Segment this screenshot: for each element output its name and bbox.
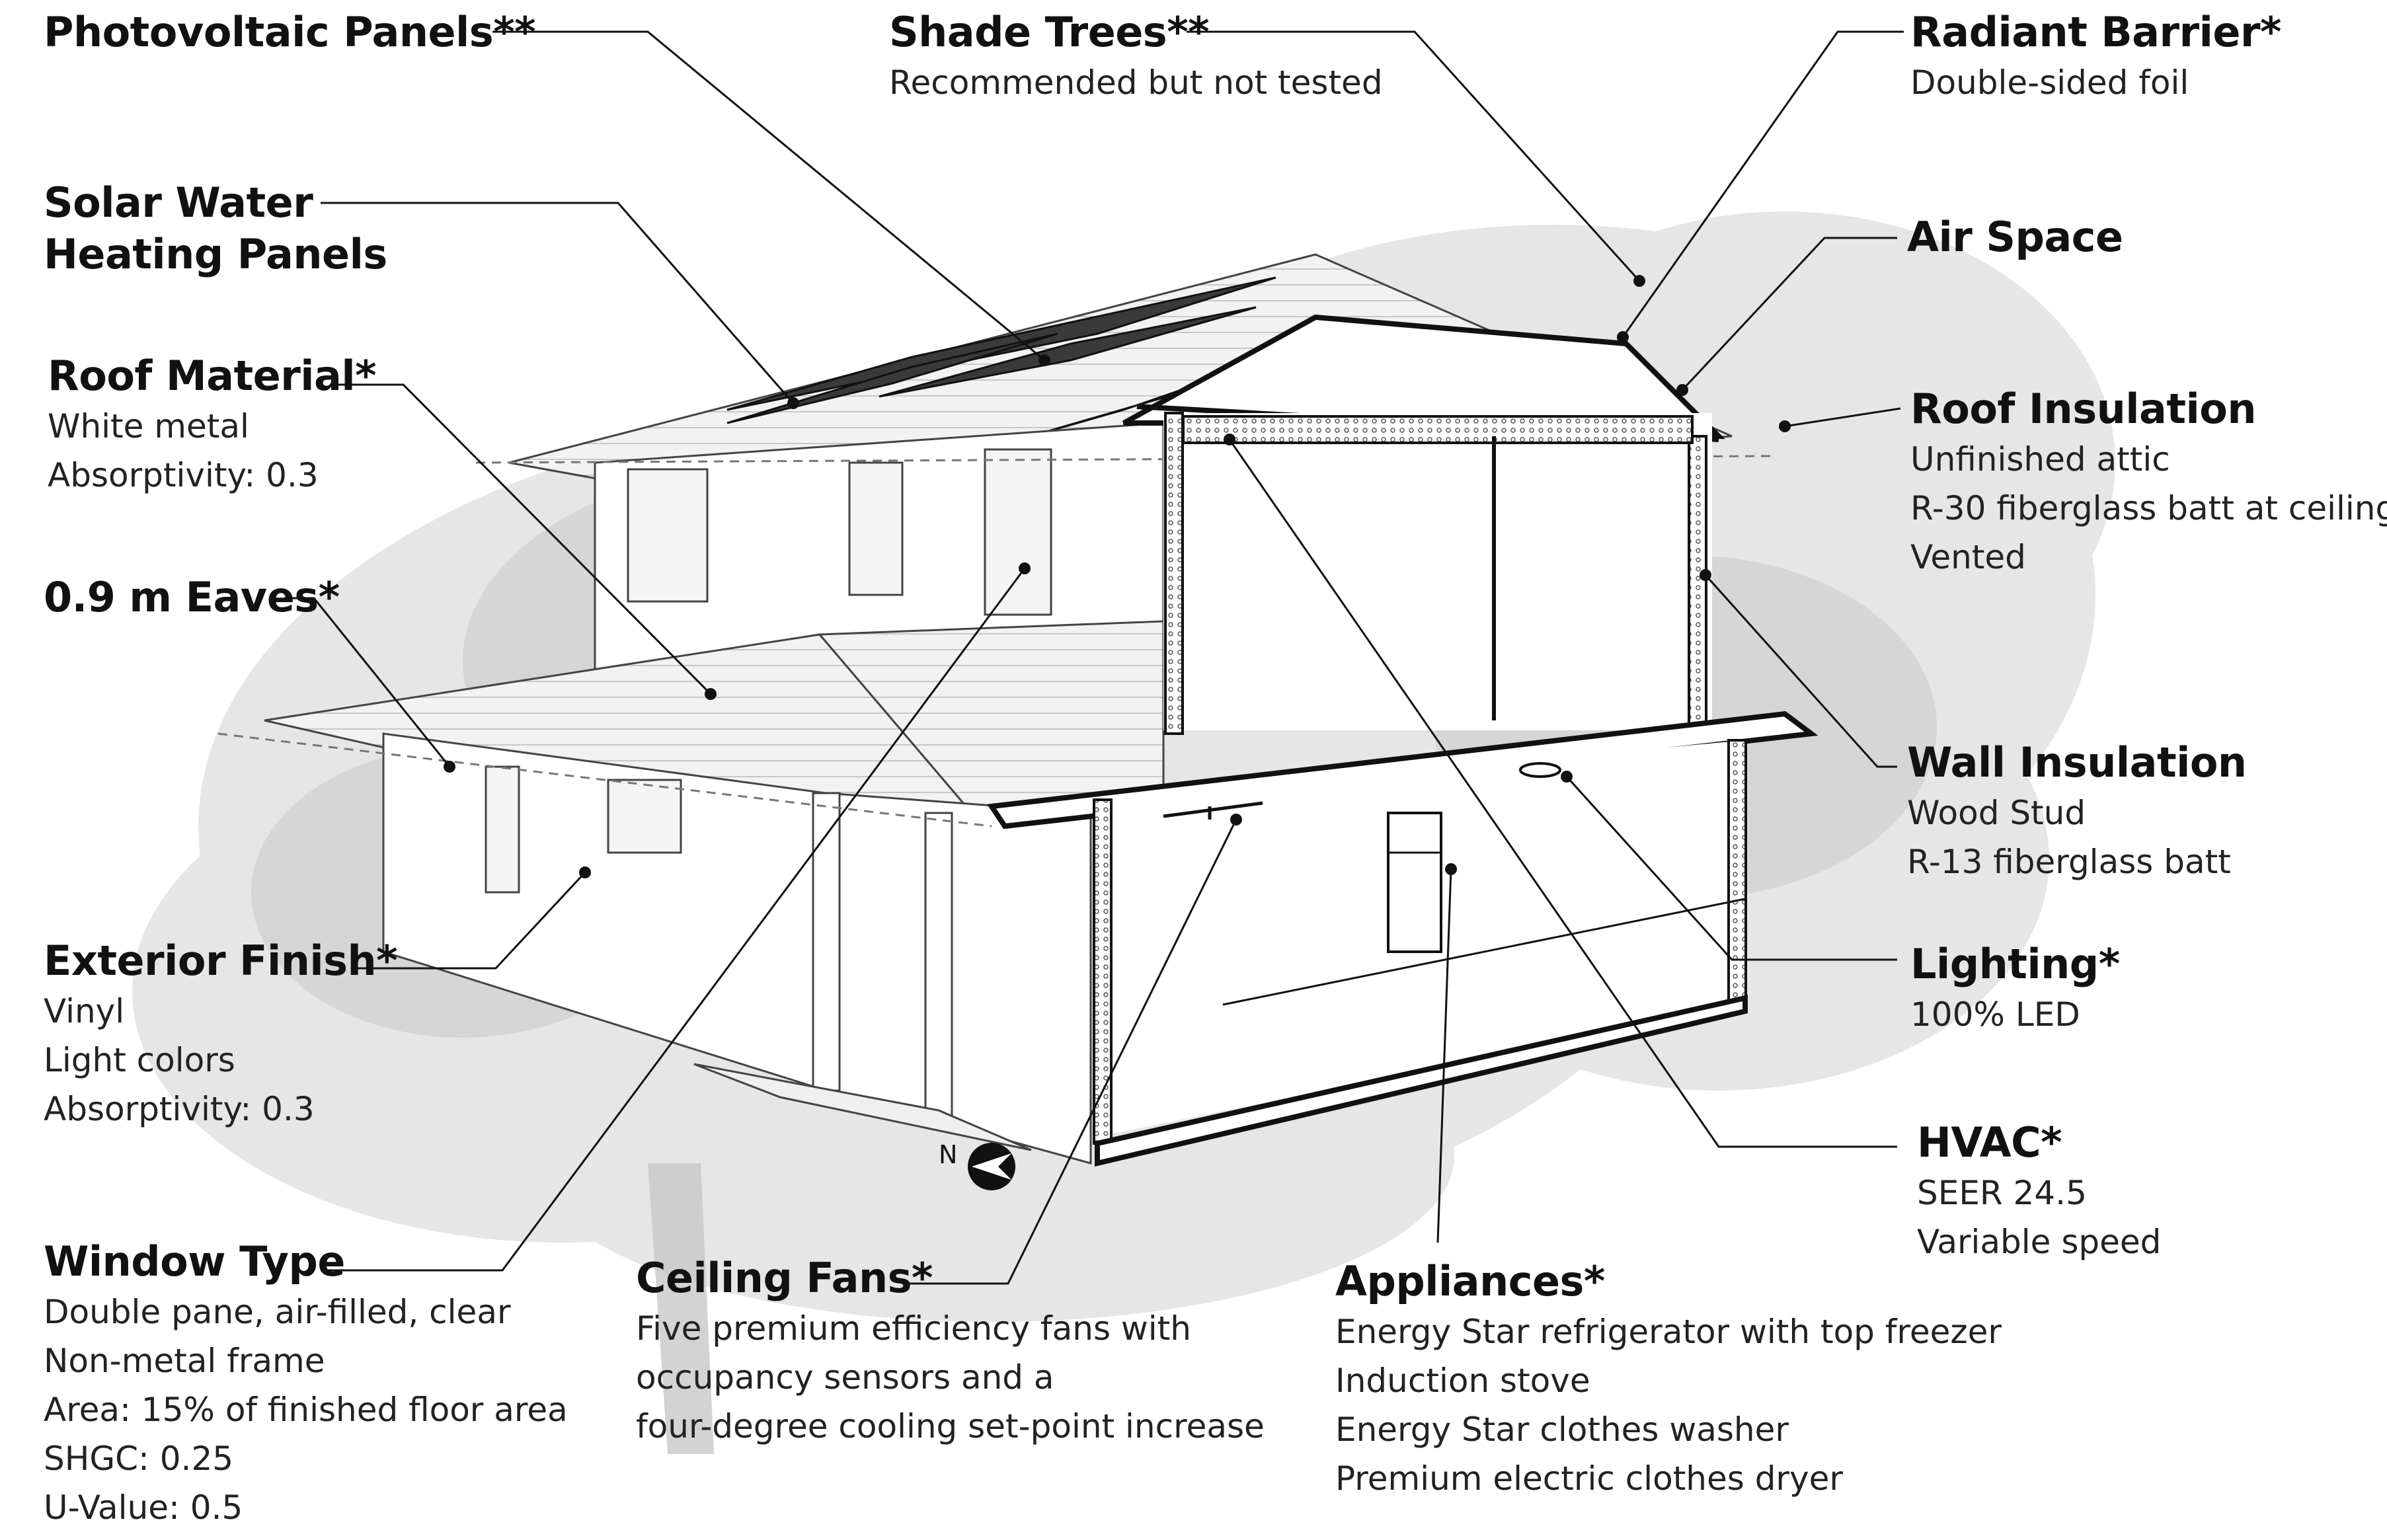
label-line: Absorptivity: 0.3	[44, 1090, 315, 1128]
label-roof-insulation: Roof Insulation Unfinished attic R-30 fi…	[1910, 383, 2387, 582]
label-line: Absorptivity: 0.3	[48, 456, 319, 494]
label-title: 0.9 m Eaves*	[44, 573, 340, 621]
label-title: Lighting*	[1910, 940, 2120, 988]
compass-label: N	[939, 1140, 957, 1169]
label-air-space: Air Space	[1907, 212, 2123, 263]
label-line: Double-sided foil	[1910, 63, 2189, 102]
label-line: Energy Star refrigerator with top freeze…	[1335, 1313, 2002, 1351]
label-title: Solar Water	[44, 178, 313, 227]
cutaway-section	[987, 314, 1819, 1167]
label-title: Window Type	[44, 1237, 345, 1286]
label-line: Area: 15% of finished floor area	[44, 1391, 568, 1429]
label-window-type: Window Type Double pane, air-filled, cle…	[44, 1236, 568, 1532]
label-title: Roof Material*	[48, 352, 377, 400]
label-roof-material: Roof Material* White metal Absorptivity:…	[48, 350, 377, 500]
label-line: Recommended but not tested	[889, 63, 1383, 102]
label-photovoltaic-panels: Photovoltaic Panels**	[44, 7, 536, 58]
solar-panels	[726, 276, 1296, 451]
label-line: U-Value: 0.5	[44, 1488, 243, 1527]
leader-dots	[444, 275, 1791, 878]
label-title: Exterior Finish*	[44, 937, 398, 985]
lower-roof	[264, 620, 1165, 834]
label-line: Wood Stud	[1907, 794, 2086, 832]
label-title: Air Space	[1907, 213, 2123, 261]
label-line: Premium electric clothes dryer	[1335, 1459, 1843, 1498]
label-title: Roof Insulation	[1910, 385, 2256, 433]
label-line: Vented	[1910, 538, 2026, 576]
label-line: SHGC: 0.25	[44, 1440, 234, 1478]
label-line: Non-metal frame	[44, 1342, 325, 1380]
label-title: Photovoltaic Panels**	[44, 8, 536, 56]
label-line: Light colors	[44, 1041, 235, 1079]
compass-rose	[968, 1143, 1015, 1190]
label-line: Vinyl	[44, 992, 125, 1030]
lower-walls	[382, 732, 1092, 1165]
label-title: Wall Insulation	[1907, 738, 2247, 787]
label-line: White metal	[48, 407, 249, 445]
label-line: Five premium efficiency fans with	[636, 1309, 1191, 1348]
label-ceiling-fans: Ceiling Fans* Five premium efficiency fa…	[636, 1252, 1265, 1451]
label-shade-trees: Shade Trees** Recommended but not tested	[889, 7, 1383, 107]
label-line: SEER 24.5	[1917, 1174, 2087, 1212]
label-line: R-30 fiberglass batt at ceiling	[1910, 489, 2387, 527]
label-line: occupancy sensors and a	[636, 1358, 1054, 1397]
label-radiant-barrier: Radiant Barrier* Double-sided foil	[1910, 7, 2281, 107]
tree-trunk	[648, 1163, 714, 1454]
label-solar-water-heating: Solar Water Heating Panels	[44, 177, 387, 280]
label-title: HVAC*	[1917, 1118, 2062, 1167]
label-wall-insulation: Wall Insulation Wood Stud R-13 fiberglas…	[1907, 737, 2247, 886]
label-line: Variable speed	[1917, 1223, 2162, 1261]
label-line: Energy Star clothes washer	[1335, 1410, 1789, 1449]
label-lighting: Lighting* 100% LED	[1910, 939, 2120, 1039]
label-title: Appliances*	[1335, 1257, 1605, 1305]
label-line: Double pane, air-filled, clear	[44, 1293, 511, 1331]
label-title: Ceiling Fans*	[636, 1254, 933, 1302]
label-title: Shade Trees**	[889, 8, 1210, 56]
label-exterior-finish: Exterior Finish* Vinyl Light colors Abso…	[44, 935, 398, 1134]
label-appliances: Appliances* Energy Star refrigerator wit…	[1335, 1256, 2002, 1503]
label-line: Unfinished attic	[1910, 440, 2170, 479]
label-hvac: HVAC* SEER 24.5 Variable speed	[1917, 1117, 2161, 1266]
label-line: four-degree cooling set-point increase	[636, 1407, 1265, 1445]
label-line: R-13 fiberglass batt	[1907, 843, 2231, 881]
label-line: Induction stove	[1335, 1362, 1590, 1400]
leader-lines	[284, 30, 1904, 1285]
label-title-line-2: Heating Panels	[44, 230, 387, 278]
label-title: Radiant Barrier*	[1910, 8, 2281, 56]
label-line: 100% LED	[1910, 995, 2080, 1034]
label-eaves: 0.9 m Eaves*	[44, 572, 340, 623]
